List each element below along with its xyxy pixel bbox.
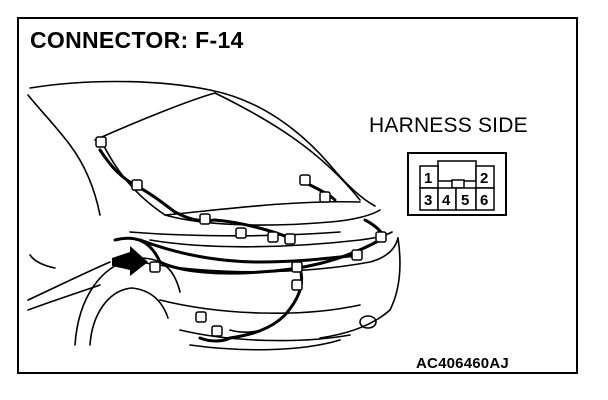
harness-side-label: HARNESS SIDE <box>369 114 528 137</box>
pin-label: 4 <box>442 192 451 209</box>
figure-code: AC406460AJ <box>416 355 509 372</box>
arrow-pointer-icon <box>112 246 148 276</box>
pin-label: 3 <box>424 192 432 209</box>
pin-label: 6 <box>480 192 488 209</box>
pin-label: 1 <box>424 170 432 187</box>
connector-face-icon: 1 2 3 4 5 6 <box>407 152 507 216</box>
connector-title: CONNECTOR: F-14 <box>30 27 244 53</box>
pin-label: 5 <box>461 192 469 209</box>
pin-label: 2 <box>480 170 488 187</box>
